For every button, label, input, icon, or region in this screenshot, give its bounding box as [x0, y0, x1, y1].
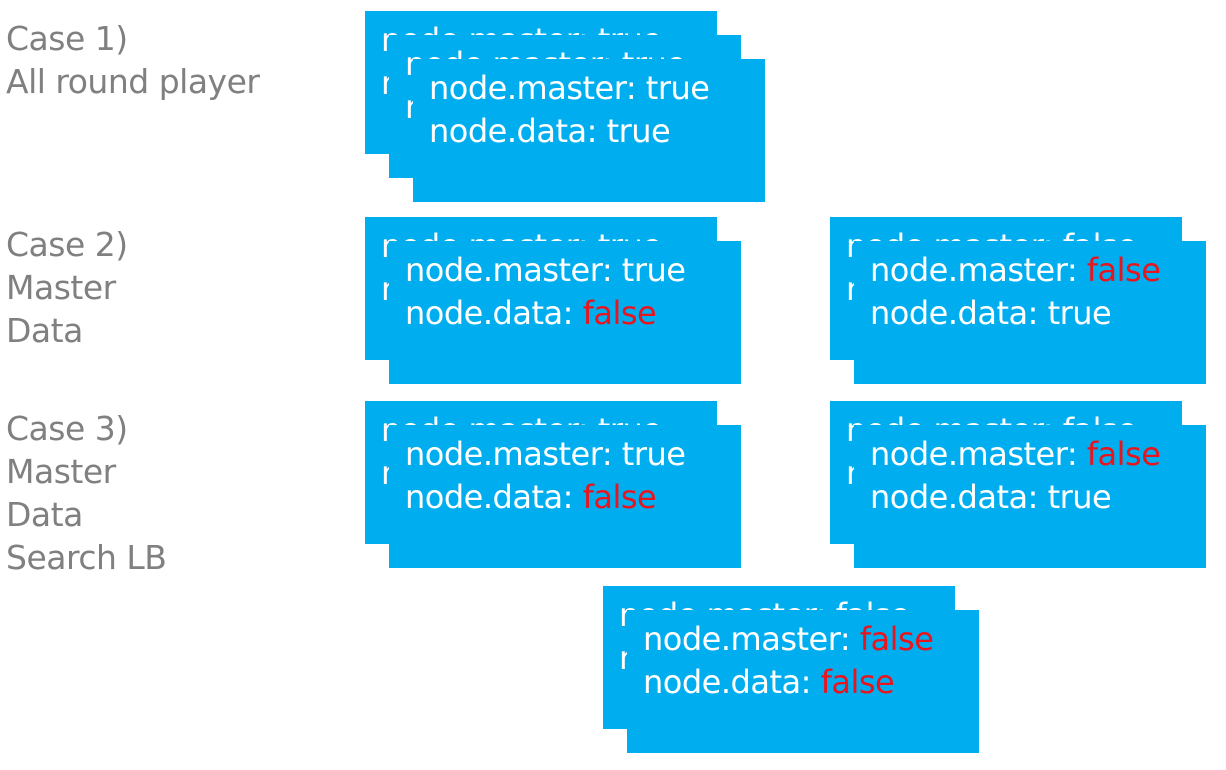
node-card-case3-data-front: node.master: false node.data: true [854, 425, 1206, 568]
case-3-title: Case 3) [6, 409, 128, 448]
case-3-role-data: Data [6, 495, 83, 534]
node-master-key: node.master: [870, 251, 1078, 289]
node-data-key: node.data: [870, 478, 1038, 516]
node-card-case3-search-lb-front: node.master: false node.data: false [627, 610, 979, 753]
case-1-description: All round player [6, 62, 260, 101]
node-data-key: node.data: [870, 294, 1038, 332]
node-data-key: node.data: [643, 663, 811, 701]
case-1-label: Case 1) All round player [6, 17, 260, 103]
case-3-role-master: Master [6, 452, 116, 491]
node-master-value: false [1086, 435, 1161, 473]
node-data-key: node.data: [405, 294, 573, 332]
node-master-key: node.master: [405, 251, 613, 289]
node-master-value: true [621, 251, 686, 289]
node-data-value: true [1047, 478, 1112, 516]
case-3-label: Case 3) Master Data Search LB [6, 407, 167, 579]
case-2-label: Case 2) Master Data [6, 223, 128, 352]
node-master-value: true [621, 435, 686, 473]
node-master-key: node.master: [429, 69, 637, 107]
node-data-value: true [606, 112, 671, 150]
node-data-value: false [582, 294, 657, 332]
node-data-value: true [1047, 294, 1112, 332]
node-master-key: node.master: [405, 435, 613, 473]
node-master-key: node.master: [870, 435, 1078, 473]
node-card-case2-data-front: node.master: false node.data: true [854, 241, 1206, 384]
node-master-value: false [1086, 251, 1161, 289]
node-data-value: false [820, 663, 895, 701]
node-data-value: false [582, 478, 657, 516]
node-master-key: node.master: [643, 620, 851, 658]
node-data-key: node.data: [429, 112, 597, 150]
case-3-role-search-lb: Search LB [6, 538, 167, 577]
case-1-title: Case 1) [6, 19, 128, 58]
node-card-all-round-front: node.master: true node.data: true [413, 59, 765, 202]
node-data-key: node.data: [405, 478, 573, 516]
case-2-title: Case 2) [6, 225, 128, 264]
node-master-value: true [645, 69, 710, 107]
case-2-role-data: Data [6, 311, 83, 350]
node-card-case3-master-front: node.master: true node.data: false [389, 425, 741, 568]
case-2-role-master: Master [6, 268, 116, 307]
node-master-value: false [859, 620, 934, 658]
node-card-case2-master-front: node.master: true node.data: false [389, 241, 741, 384]
